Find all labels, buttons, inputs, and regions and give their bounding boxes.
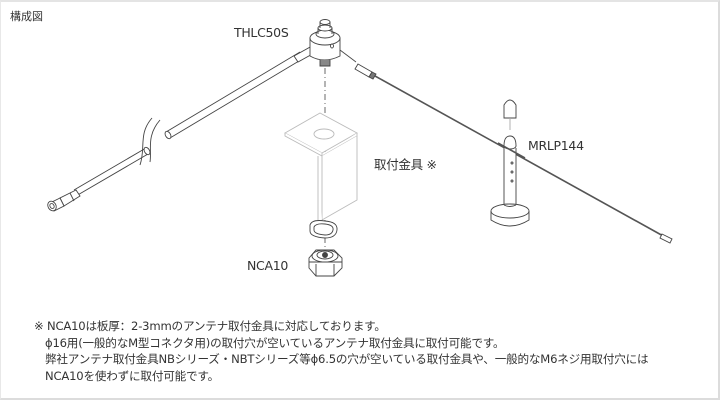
washer (309, 220, 338, 239)
notes-block: ※ NCA10は板厚：2-3mmのアンテナ取付金具に対応しております。 ϕ16用… (34, 318, 649, 384)
radial-element (354, 63, 673, 244)
note-line: ϕ16用(一般的なM型コネクタ用)の取付穴が空いているアンテナ取付金具に取付可能… (45, 335, 505, 350)
mounting-bracket (284, 112, 358, 223)
label-thlc50s: THLC50S (234, 25, 289, 40)
note-line: ※ NCA10は板厚：2-3mmのアンテナ取付金具に対応しております。 (34, 319, 386, 333)
note-line: 弊社アンテナ取付金具NBシリーズ・NBTシリーズ等ϕ6.5の穴が空いている取付金… (45, 352, 649, 366)
note-line: NCA10を使わずに取付可能です。 (45, 368, 220, 383)
nca10-nut (308, 249, 343, 277)
page-title: 構成図 (10, 10, 43, 23)
mrlp144-element (490, 99, 530, 227)
rod-element (47, 45, 317, 212)
label-nca10: NCA10 (247, 258, 289, 273)
hub-to-radial-axis (339, 49, 357, 63)
label-bracket: 取付金具 ※ (374, 157, 437, 172)
label-mrlp144: MRLP144 (528, 138, 584, 153)
thlc50s-hub (309, 19, 341, 67)
